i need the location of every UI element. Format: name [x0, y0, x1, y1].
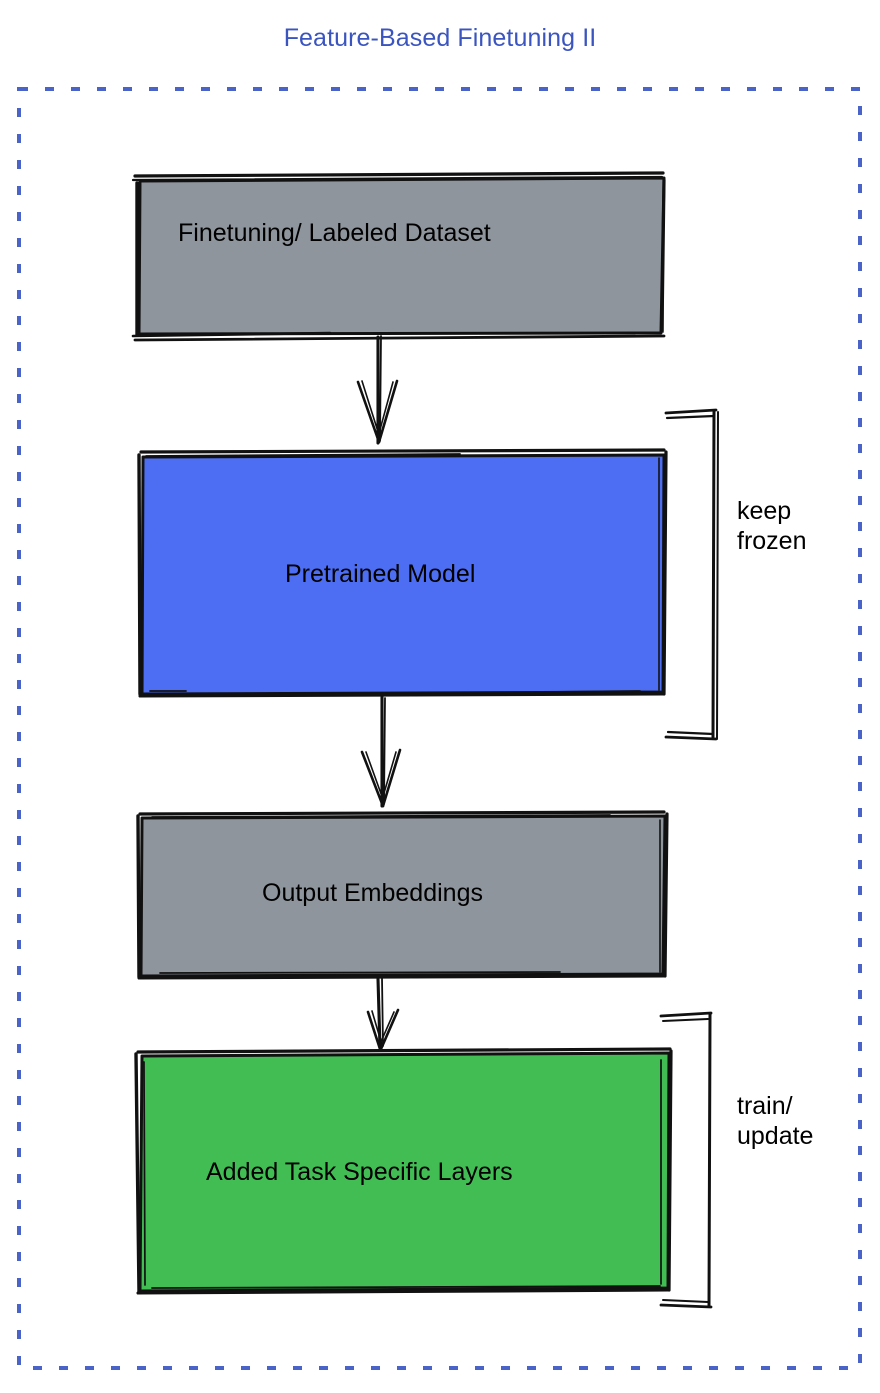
bracket-train-update — [659, 1011, 713, 1309]
bracket-keep-frozen — [664, 408, 719, 741]
node-output-embeddings[interactable] — [136, 810, 669, 980]
node-added-task-specific-layers[interactable] — [134, 1047, 673, 1295]
dashed-container-frame — [17, 87, 862, 1370]
node-dataset[interactable] — [131, 171, 666, 342]
edge-pretrained-to-embeddings — [360, 695, 402, 808]
edge-embeddings-to-layers — [366, 977, 400, 1051]
node-pretrained-model[interactable] — [137, 448, 668, 698]
edge-dataset-to-pretrained — [356, 335, 399, 445]
